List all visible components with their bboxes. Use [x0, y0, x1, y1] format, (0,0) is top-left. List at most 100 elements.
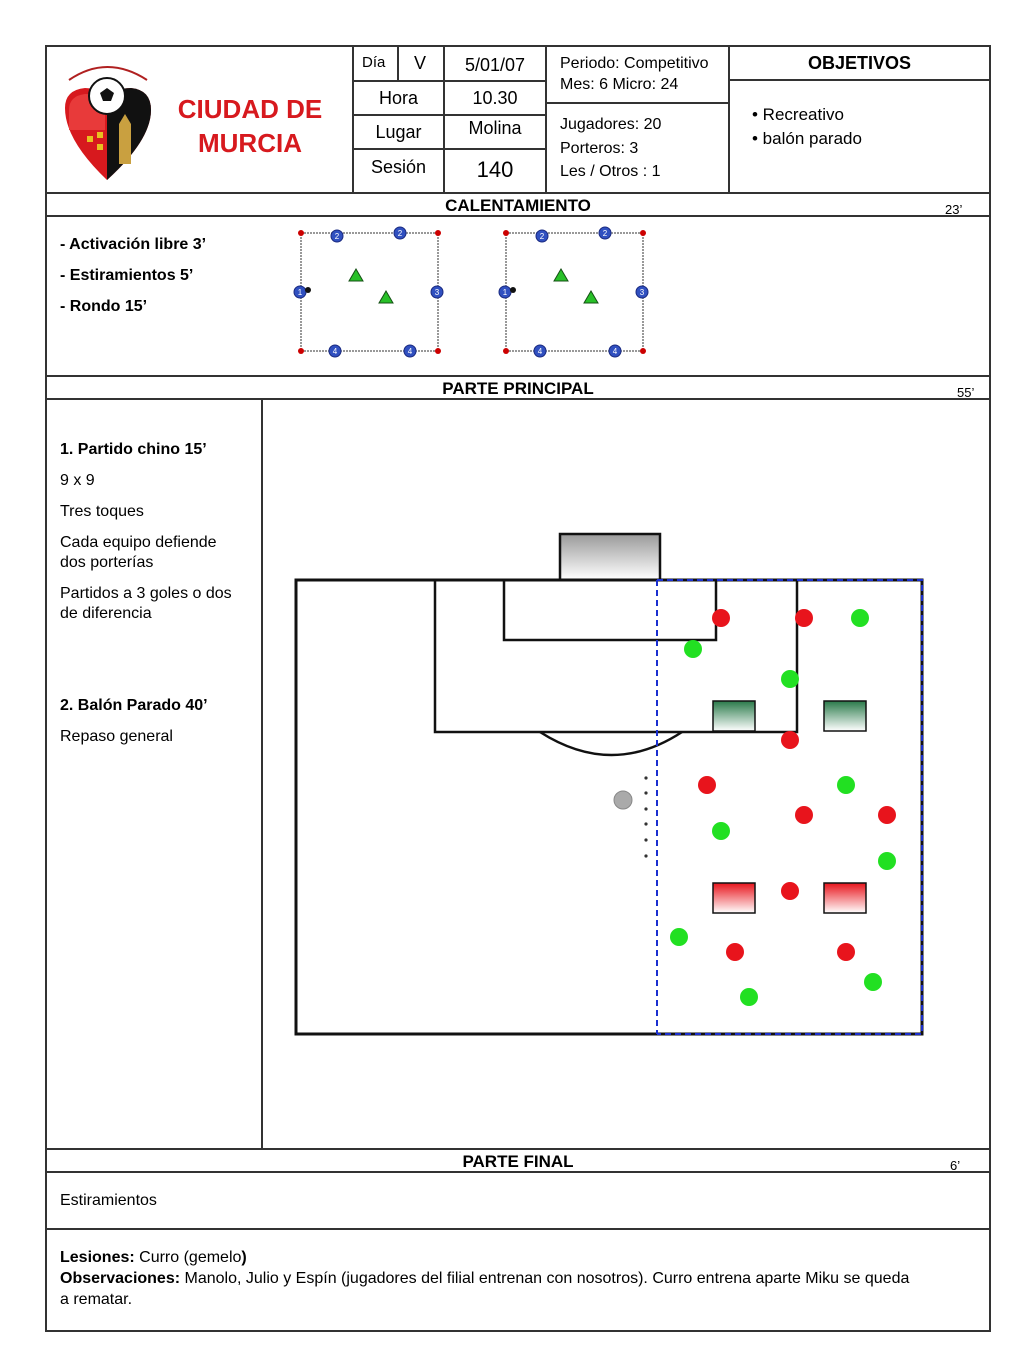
goal — [558, 532, 662, 582]
red-player — [698, 776, 716, 794]
calentamiento-item: - Estiramientos 5’ — [60, 267, 194, 284]
porteros-text: Porteros: 3 — [560, 140, 639, 157]
section-line — [45, 1148, 991, 1150]
red-player — [878, 806, 896, 824]
header-divider — [397, 45, 399, 80]
objetivos-list: • Recreativo • balón parado — [752, 103, 862, 151]
rondo-diagram-2: 2 2 1 3 4 4 — [498, 226, 649, 358]
calentamiento-item: - Activación libre 3’ — [60, 236, 207, 253]
ex1-line: Cada equipo defiende — [60, 534, 217, 551]
final-minutes: 6’ — [950, 1158, 961, 1173]
ex1-line: Partidos a 3 goles o dos — [60, 585, 232, 602]
dia-label: Día — [362, 54, 386, 71]
header-row-line — [545, 102, 728, 104]
lesiones-label: Lesiones: — [60, 1249, 135, 1266]
section-line — [45, 375, 991, 377]
section-line — [45, 1171, 991, 1173]
ex2-line: Repaso general — [60, 728, 173, 745]
green-player — [740, 988, 758, 1006]
ex1-line: 9 x 9 — [60, 472, 95, 489]
rondo-label: 1 — [298, 288, 303, 297]
mini-goal — [712, 700, 756, 732]
rondo-label: 3 — [640, 288, 645, 297]
principal-minutes: 55’ — [957, 385, 975, 400]
header-divider — [728, 45, 730, 193]
ex1-line: de diferencia — [60, 605, 152, 622]
header-row-line — [728, 79, 991, 81]
red-player — [837, 943, 855, 961]
sesion-value: 140 — [476, 157, 514, 182]
ex1-line: Tres toques — [60, 503, 144, 520]
club-name-line1: CIUDAD DE — [177, 94, 323, 124]
ex1-title: 1. Partido chino 15’ — [60, 441, 207, 458]
rondo-label: 2 — [603, 229, 608, 238]
rondo-label: 3 — [435, 288, 440, 297]
half-pitch-zone — [657, 579, 923, 1035]
ex1-line: dos porterías — [60, 554, 154, 571]
sesion-label: Sesión — [370, 157, 427, 177]
green-player — [670, 928, 688, 946]
observaciones-line2: a rematar. — [60, 1291, 133, 1308]
calentamiento-title: CALENTAMIENTO — [445, 196, 591, 215]
section-line — [45, 1228, 991, 1230]
red-player — [726, 943, 744, 961]
lesiones-text: Curro (gemelo — [134, 1249, 242, 1266]
rondo-label: 4 — [538, 347, 543, 356]
hora-label: Hora — [378, 88, 418, 108]
club-name: CIUDAD DE MURCIA — [165, 92, 335, 160]
rondo-label: 4 — [333, 347, 338, 356]
calentamiento-minutes: 23’ — [945, 202, 963, 217]
observaciones-line: Observaciones: Manolo, Julio y Espín (ju… — [60, 1270, 909, 1288]
rondo-label: 1 — [503, 288, 508, 297]
ball — [613, 790, 633, 810]
lesiones-close: ) — [241, 1249, 247, 1266]
red-player — [781, 731, 799, 749]
set-piece-pitch-diagram — [294, 532, 924, 1036]
objetivos-title: OBJETIVOS — [807, 53, 912, 73]
calentamiento-item: - Rondo 15’ — [60, 298, 148, 315]
green-player — [864, 973, 882, 991]
hora-value: 10.30 — [472, 88, 518, 108]
red-player — [795, 806, 813, 824]
lesiones-line: Lesiones: Curro (gemelo) — [60, 1249, 247, 1267]
green-player — [837, 776, 855, 794]
mini-goal — [712, 882, 756, 914]
rondo-label: 4 — [408, 347, 413, 356]
section-line — [45, 398, 991, 400]
green-player — [878, 852, 896, 870]
club-crest-icon — [65, 66, 151, 180]
objetivo-item: • balón parado — [752, 129, 862, 148]
principal-column-divider — [261, 398, 263, 1149]
green-player — [781, 670, 799, 688]
final-title: PARTE FINAL — [462, 1152, 574, 1171]
pitch-outline — [294, 578, 924, 1036]
red-player — [781, 882, 799, 900]
goal-area — [502, 578, 718, 642]
mini-goal — [823, 882, 867, 914]
header-divider — [545, 45, 547, 193]
header-divider — [352, 45, 354, 193]
section-line — [45, 215, 991, 217]
final-text: Estiramientos — [60, 1192, 157, 1209]
mes-text: Mes: 6 Micro: 24 — [560, 76, 679, 93]
red-player — [712, 609, 730, 627]
rondo-label: 2 — [540, 232, 545, 241]
observaciones-label: Observaciones: — [60, 1270, 181, 1287]
header-divider — [443, 45, 445, 193]
periodo-text: Periodo: Competitivo — [560, 55, 709, 72]
rondo-label: 2 — [398, 229, 403, 238]
rondo-diagram-1: 2 2 1 3 4 4 — [293, 226, 444, 358]
header-row-line — [352, 148, 545, 150]
mini-goal — [823, 700, 867, 732]
header-bottom-line — [45, 192, 991, 194]
lugar-value: Molina — [468, 118, 522, 138]
green-player — [851, 609, 869, 627]
ex2-title: 2. Balón Parado 40’ — [60, 697, 208, 714]
session-date: 5/01/07 — [464, 55, 526, 75]
club-name-line2: MURCIA — [198, 128, 302, 158]
green-player — [712, 822, 730, 840]
header-row-line — [352, 80, 545, 82]
lugar-label: Lugar — [375, 122, 422, 142]
red-player — [795, 609, 813, 627]
rondo-label: 4 — [613, 347, 618, 356]
